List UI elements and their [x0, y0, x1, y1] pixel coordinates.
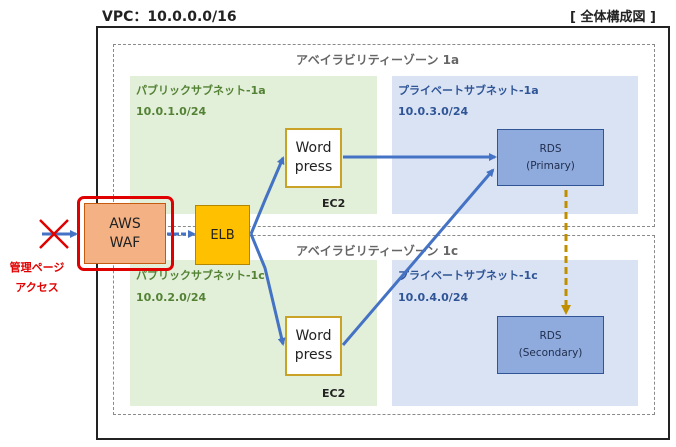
rds-primary-role: (Primary)	[526, 159, 575, 172]
elb-to-ec2-1a-arrow	[249, 156, 285, 235]
ec2-1a-label-line2: press	[294, 159, 333, 175]
private-subnet-1c-name: プライベートサブネット-1c	[398, 269, 538, 282]
public-subnet-1c-cidr: 10.0.2.0/24	[136, 291, 207, 304]
rds-secondary-label: RDS	[539, 330, 562, 343]
elb-to-ec2-1c-arrow	[249, 233, 286, 346]
public-subnet-1a-cidr: 10.0.1.0/24	[136, 105, 207, 118]
rds-primary-label: RDS	[539, 142, 562, 155]
vpc-title: VPC：10.0.0.0/16	[102, 9, 237, 25]
rds-secondary-role: (Secondary)	[518, 347, 583, 359]
private-subnet-1a-cidr: 10.0.3.0/24	[398, 105, 469, 118]
waf-highlight-outline	[77, 196, 174, 271]
overview-label: [ 全体構成図 ]	[570, 10, 656, 25]
public-subnet-1c-name: パブリックサブネット-1c	[136, 269, 265, 282]
private-subnet-1a-name: プライベートサブネット-1a	[398, 84, 539, 97]
admin-access-line2: アクセス	[15, 280, 59, 294]
availability-zone-1a	[113, 44, 655, 227]
blocked-x-icon	[39, 219, 69, 249]
az-label-1c: アベイラビリティーゾーン 1c	[296, 244, 459, 258]
availability-zone-1c	[113, 235, 655, 415]
public-subnet-1a-name: パブリックサブネット-1a	[136, 84, 266, 97]
rds-secondary[interactable]: RDS (Secondary)	[497, 316, 604, 374]
waf-label-line1: AWS	[109, 215, 141, 232]
admin-page-access-label: 管理ページ アクセス	[4, 258, 70, 298]
ec2-1a-label-line1: Word	[295, 140, 332, 157]
ec2-wordpress-1a[interactable]: Word press	[285, 128, 342, 188]
az-label-1a: アベイラビリティーゾーン 1a	[296, 53, 460, 67]
ec2-1c-label-line2: press	[294, 347, 333, 363]
admin-access-line1: 管理ページ	[9, 261, 65, 274]
rds-primary[interactable]: RDS (Primary)	[497, 129, 604, 186]
elb-label: ELB	[210, 227, 235, 243]
aws-waf[interactable]: AWS WAF	[84, 203, 166, 264]
elb-load-balancer[interactable]: ELB	[195, 205, 250, 265]
ec2-caption-1c: EC2	[322, 387, 346, 400]
private-subnet-1c-cidr: 10.0.4.0/24	[398, 291, 469, 304]
ec2-wordpress-1c[interactable]: Word press	[285, 316, 342, 376]
ec2-caption-1a: EC2	[322, 197, 346, 210]
ec2-1c-label-line1: Word	[295, 328, 332, 345]
waf-label-line2: WAF	[109, 234, 141, 251]
ec2-1c-to-rds-arrow	[341, 168, 495, 346]
